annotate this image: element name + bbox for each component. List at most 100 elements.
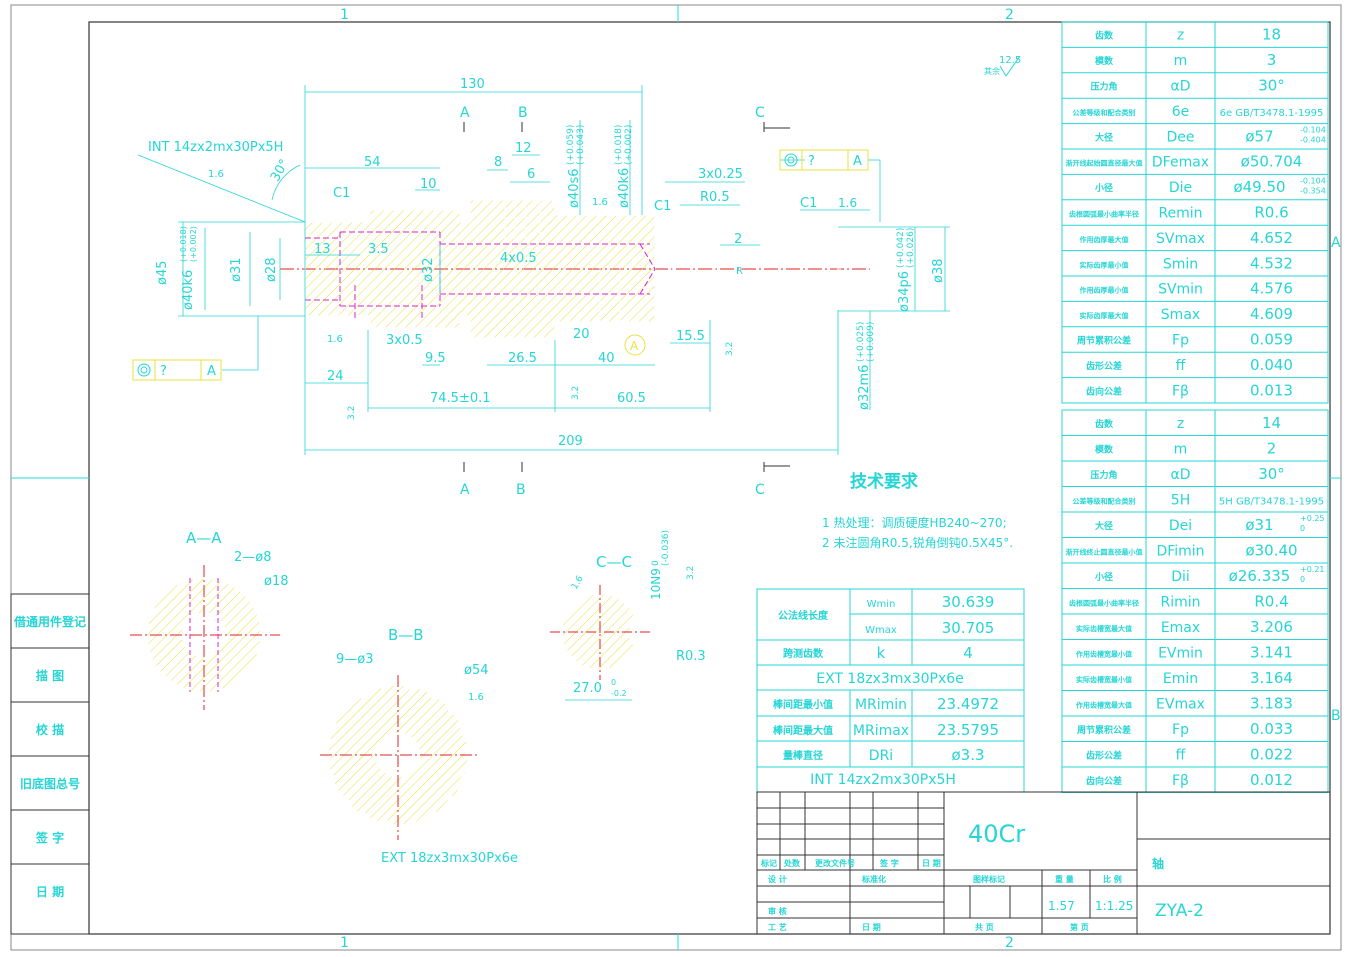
left-col-2: 描 图 (36, 668, 64, 683)
title-block (756, 791, 1331, 935)
gear-tooth-gap (403, 674, 419, 690)
dim-c1-right: C1 (800, 196, 817, 211)
dim-26-5: 26.5 (508, 351, 537, 366)
spline-table-1-value: 4.609 (1250, 305, 1293, 323)
spline-table-2-value: 0.033 (1250, 720, 1293, 738)
dim-phi40s6: ø40s6 (567, 168, 582, 208)
fcf-top-value: ? (808, 154, 815, 169)
fcf-left: ? A (132, 359, 222, 381)
gear-tooth-gap (353, 811, 369, 827)
dim-phi32: ø32 (421, 258, 436, 283)
spline-table-2-symbol: Emin (1163, 671, 1198, 687)
section-cc-rough-a: 1.6 (570, 574, 586, 592)
dim-6: 6 (527, 167, 535, 182)
gear-tooth-gap (320, 722, 336, 738)
spline-table-1-symbol: SVmax (1156, 231, 1205, 247)
dim-phi40s6-tol-upper: (+0.059) (566, 125, 576, 165)
dim-phi40k6-right-tol-upper: (+0.018) (614, 125, 624, 165)
spline-table-1-value: ø50.704 (1241, 153, 1303, 171)
spline-table-1-label: 渐开线起始圆直径最大值 (1066, 159, 1143, 168)
dim-phi31: ø31 (229, 258, 244, 283)
spline-table-1-value: ø49.50 (1233, 178, 1285, 196)
rough-3-2-c: 3.2 (725, 342, 735, 356)
dim-4x0-5: 4x0.5 (500, 251, 537, 266)
dim-phi34p6-tol-lower: (+0.026) (906, 228, 916, 268)
dim-phi38: ø38 (931, 259, 946, 284)
gear-tooth-gap (377, 820, 393, 836)
spline-table-2-label: 齿形公差 (1086, 749, 1122, 761)
left-col-5: 签 字 (35, 830, 64, 845)
spline-table-2-value: R0.4 (1254, 592, 1288, 610)
ext-table-dri-sym: DRi (869, 748, 893, 764)
title-weight-h: 重 量 (1055, 874, 1074, 884)
ext-table-r3-label: 棒间距最小值 (773, 698, 833, 711)
section-cc-depth-tol-l: -0.2 (611, 689, 627, 698)
spline-table-2-label: 实际齿槽宽最小值 (1076, 675, 1132, 684)
spline-table-2-symbol: Dei (1169, 518, 1192, 534)
left-col-3: 校 描 (36, 722, 64, 737)
rough-3-2-b: 3.2 (571, 386, 581, 400)
title-h-doc: 更改文件号 (815, 858, 855, 868)
title-h-date: 日 期 (922, 858, 941, 868)
title-weight: 1.57 (1048, 899, 1075, 913)
zone-top-1: 1 (340, 7, 349, 23)
dim-20: 20 (573, 327, 590, 342)
dim-3x0-25: 3x0.25 (698, 167, 743, 182)
dim-10: 10 (420, 177, 437, 192)
spline-table-1-label: 实际齿厚最大值 (1080, 311, 1129, 320)
spline-table-2-value: ø30.40 (1245, 541, 1297, 559)
spline-int-label: INT 14zx2mx30Px5H (148, 140, 283, 155)
dim-phi40k6-left-tol-upper: (+0.018) (179, 226, 188, 262)
dim-r0-5: R0.5 (700, 190, 730, 205)
spline-table-1-value: 4.576 (1250, 280, 1293, 298)
spline-table-1-symbol: Dee (1166, 129, 1194, 145)
spline-table-2-symbol: ff (1176, 747, 1186, 763)
spline-table-2-tol-upper: +0.25 (1300, 514, 1325, 523)
spline-table-1-label: 实际齿厚最小值 (1080, 260, 1129, 269)
spline-table-2-value: 3.183 (1250, 694, 1293, 712)
spline-table-2-tol-lower: 0 (1300, 524, 1305, 533)
spline-table-2-label: 齿数 (1095, 418, 1114, 430)
spline-table-2-tol-upper: +0.21 (1300, 565, 1325, 574)
gear-tooth-gap (353, 683, 369, 699)
dim-9-5: 9.5 (425, 351, 446, 366)
title-sheet: 第 页 (1070, 922, 1089, 932)
spline-table-2-symbol: EVmax (1156, 696, 1205, 712)
title-date: 日 期 (862, 922, 881, 932)
left-column (10, 593, 90, 935)
rough-1-6-c: 1.6 (327, 334, 343, 345)
dim-209: 209 (558, 434, 583, 449)
ext-table-r5-label: 量棒直径 (783, 749, 823, 762)
spline-table-1-label: 周节累积公差 (1077, 335, 1131, 347)
left-col-1: 借通用件登记 (13, 614, 86, 629)
section-aa-holes: 2—ø8 (234, 550, 272, 565)
dim-15-5: 15.5 (676, 329, 705, 344)
section-cc-r: R0.3 (676, 649, 706, 664)
dim-74-5: 74.5±0.1 (430, 391, 491, 406)
spline-table-1-symbol: Smax (1161, 307, 1200, 323)
spline-table-1-symbol: Smin (1163, 256, 1198, 272)
spline-table-1-symbol: Remin (1158, 206, 1202, 222)
section-cc: C—C 10N9 (-0.036) 0 3.2 1.6 R0.3 27.0 0 … (550, 530, 706, 701)
fcf-left-value: ? (160, 364, 167, 379)
spline-table-2-value: 3.141 (1250, 643, 1293, 661)
spline-table-1-tol-upper: -0.104 (1300, 176, 1326, 185)
spline-table-2-label: 齿根圆弧最小曲率半径 (1069, 598, 1139, 607)
zone-bottom-2: 2 (1005, 935, 1014, 951)
spline-table-2-value: ø26.335 (1229, 567, 1291, 585)
spline-table-1-symbol: 6e (1172, 104, 1190, 120)
spline-table-2-symbol: Dii (1171, 569, 1190, 585)
dim-phi32m6-tol-lower: (+0.009) (866, 322, 876, 362)
title-stage: 图样标记 (973, 874, 1005, 884)
ext-table-wmax-sym: Wmax (865, 625, 897, 636)
spline-table-2-symbol: Rimin (1160, 594, 1200, 610)
ext-table-mrimax-sym: MRimax (853, 723, 909, 739)
tech-req-title: 技术要求 (850, 471, 918, 492)
dim-12: 12 (515, 141, 532, 156)
spline-table-1-label: 大径 (1095, 131, 1113, 143)
gear-tooth-gap (333, 699, 349, 715)
spline-table-2-value: 2 (1267, 439, 1277, 457)
spline-table-1-label: 齿数 (1095, 30, 1114, 42)
